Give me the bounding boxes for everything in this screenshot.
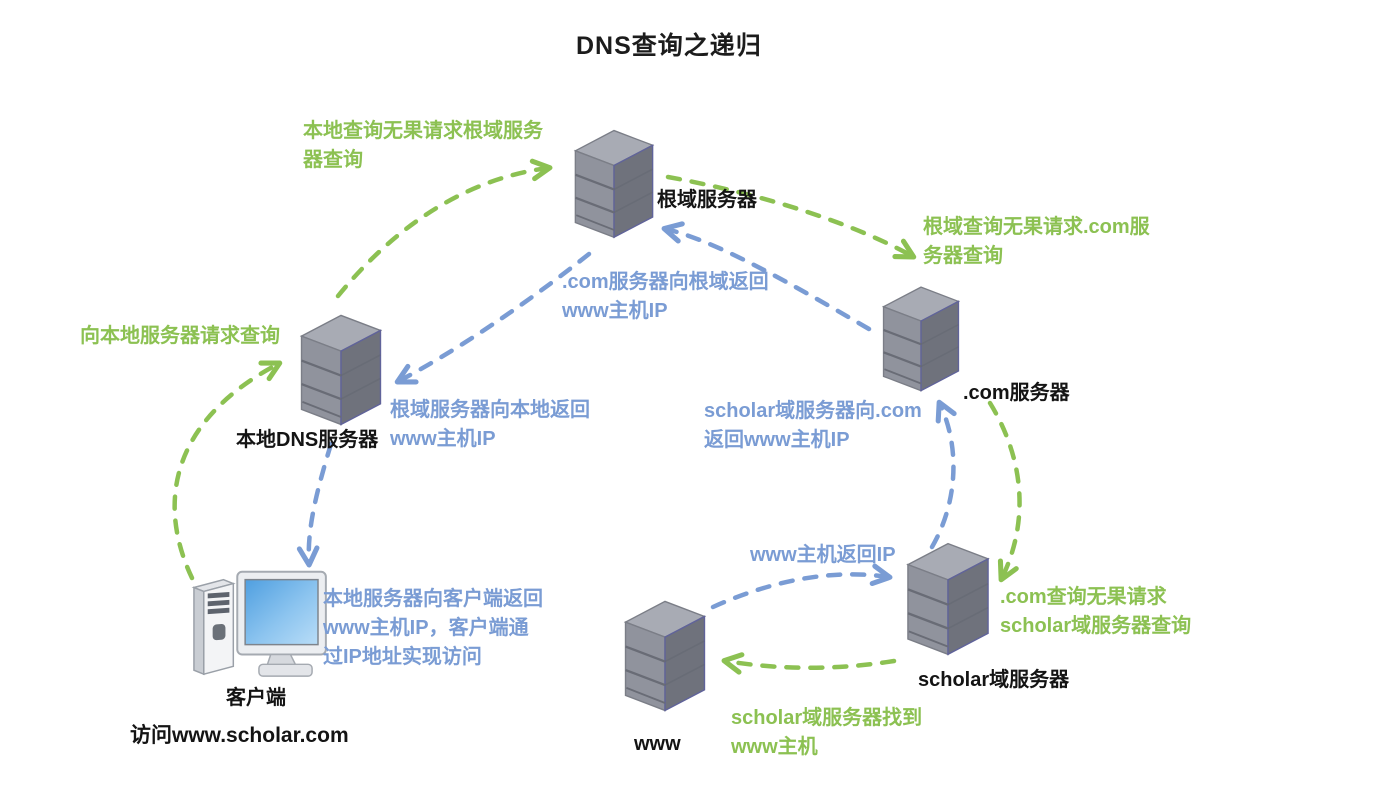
arrow-response-scholar-to-com bbox=[929, 399, 957, 550]
annotation-response-root-to-local: 根域服务器向本地返回 www主机IP bbox=[390, 399, 590, 450]
server-icon-com bbox=[882, 286, 960, 392]
arrow-request-local-to-root bbox=[335, 158, 553, 299]
annotation-response-local-to-client: 本地服务器向客户端返回 www主机IP，客户端通 过IP地址实现访问 bbox=[323, 588, 543, 668]
annotation-request-com-to-scholar: .com查询无果请求 scholar域服务器查询 bbox=[1000, 586, 1192, 637]
node-label-root: 根域服务器 bbox=[657, 189, 757, 211]
arrow-request-scholar-to-www bbox=[721, 652, 897, 675]
node-label-www: www bbox=[634, 733, 681, 755]
annotation-request-scholar-to-www: scholar域服务器找到 www主机 bbox=[731, 707, 923, 758]
node-label-client: 客户端 bbox=[226, 687, 286, 709]
diagram-title: DNS查询之递归 bbox=[576, 32, 762, 60]
annotation-response-com-to-root: .com服务器向根域返回 www主机IP bbox=[562, 271, 769, 322]
annotation-response-scholar-to-com: scholar域服务器向.com 返回www主机IP bbox=[704, 400, 922, 451]
server-icon-local-dns bbox=[300, 314, 382, 426]
client-action-label: 访问www.scholar.com bbox=[130, 724, 349, 747]
arrow-response-root-to-local bbox=[394, 251, 592, 385]
node-label-com: .com服务器 bbox=[963, 382, 1070, 404]
node-label-local-dns: 本地DNS服务器 bbox=[236, 429, 379, 451]
arrow-response-www-to-scholar bbox=[710, 563, 893, 610]
server-icon-scholar bbox=[906, 542, 990, 656]
annotation-response-www-to-scholar: www主机返回IP bbox=[750, 544, 896, 566]
arrow-response-local-to-client bbox=[296, 441, 334, 568]
server-icon-root bbox=[574, 129, 654, 239]
annotation-request-local-to-root: 本地查询无果请求根域服务 器查询 bbox=[303, 120, 543, 171]
client-computer-icon bbox=[191, 570, 327, 677]
arrow-request-client-to-local bbox=[172, 360, 283, 581]
annotation-request-root-to-com: 根域查询无果请求.com服 务器查询 bbox=[923, 216, 1150, 267]
server-icon-www bbox=[624, 600, 706, 712]
node-label-scholar: scholar域服务器 bbox=[918, 669, 1070, 691]
annotation-request-client-to-local: 向本地服务器请求查询 bbox=[80, 325, 280, 347]
